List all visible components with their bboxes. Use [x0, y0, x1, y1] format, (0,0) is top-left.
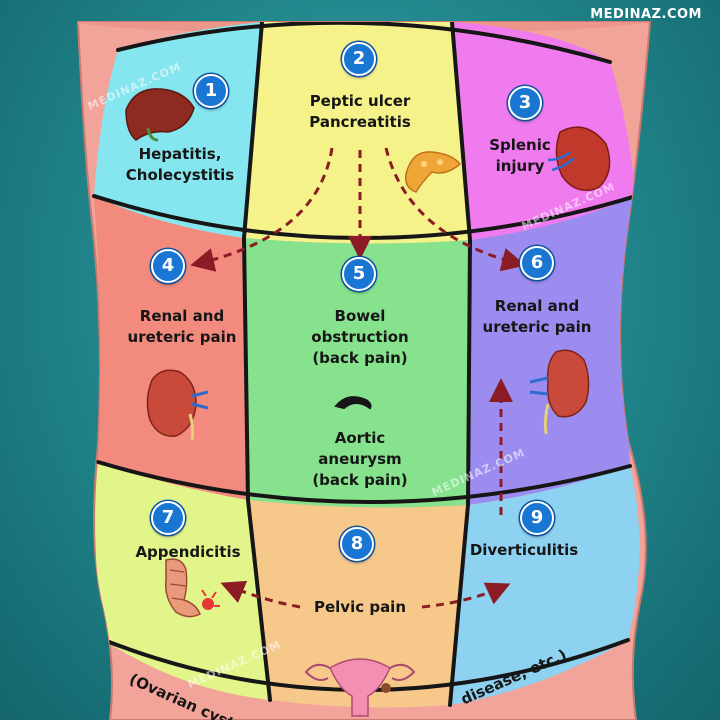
label-line: Splenic — [489, 136, 551, 154]
liver-icon — [125, 88, 195, 142]
region-9-label: Diverticulitis — [462, 540, 586, 561]
label-line: Peptic ulcer — [309, 92, 411, 110]
label-line: obstruction — [311, 328, 409, 346]
region-number-1: 1 — [194, 74, 228, 108]
region-8-label: Pelvic pain — [296, 597, 424, 618]
region-6 — [468, 196, 636, 505]
lower-horizontal-line — [96, 460, 632, 504]
left-vertical-line — [241, 22, 272, 702]
region-number-8: 8 — [340, 527, 374, 561]
label-line: Pelvic pain — [313, 598, 407, 616]
label-line: Cholecystitis — [125, 166, 235, 184]
kidney-icon-left — [146, 369, 209, 441]
pancreas-icon — [404, 151, 462, 193]
label-line: (back pain) — [312, 349, 408, 367]
region-5 — [244, 238, 470, 508]
label-line: Appendicitis — [135, 543, 241, 561]
region-2-label: Peptic ulcer Pancreatitis — [280, 91, 440, 133]
label-line: ureteric pain — [127, 328, 237, 346]
arrow-to-region-4 — [190, 147, 334, 272]
region-7-label: Appendicitis — [126, 542, 250, 563]
aorta-icon — [334, 396, 372, 410]
label-line: Renal and — [139, 307, 225, 325]
label-line: injury — [495, 157, 545, 175]
right-vertical-line — [448, 22, 473, 707]
label-line: Renal and — [494, 297, 580, 315]
region-number-2: 2 — [342, 42, 376, 76]
region-4-label: Renal and ureteric pain — [112, 306, 252, 348]
label-line: Hepatitis, — [138, 145, 222, 163]
label-line: aneurysm — [318, 450, 402, 468]
uterus-icon — [304, 658, 416, 717]
chest-shading — [78, 22, 650, 34]
region-4 — [94, 196, 248, 500]
region-9 — [450, 466, 640, 705]
site-name: MEDINAZ.COM — [590, 7, 702, 22]
region-number-6: 6 — [520, 246, 554, 280]
upper-boundary — [116, 22, 612, 64]
region-number-9: 9 — [520, 501, 554, 535]
region-number-5: 5 — [342, 257, 376, 291]
region-1-label: Hepatitis, Cholecystitis — [112, 144, 248, 186]
spleen-icon — [547, 126, 611, 191]
label-line: Pancreatitis — [309, 113, 411, 131]
appendix-icon — [164, 558, 220, 618]
region-5-label: Bowel obstruction (back pain) — [280, 306, 440, 369]
region-number-7: 7 — [151, 501, 185, 535]
region-number-4: 4 — [151, 249, 185, 283]
arrow-to-region-7 — [220, 580, 301, 609]
label-line: (back pain) — [312, 471, 408, 489]
label-line: Diverticulitis — [469, 541, 579, 559]
label-line: Aortic — [334, 429, 386, 447]
kidney-icon-right — [529, 349, 590, 435]
label-line: ureteric pain — [482, 318, 592, 336]
arrow-to-region-9 — [421, 582, 511, 609]
region-6-label: Renal and ureteric pain — [466, 296, 608, 338]
region-5-label-2: Aortic aneurysm (back pain) — [280, 428, 440, 491]
label-line: Bowel — [334, 307, 386, 325]
region-8 — [248, 500, 468, 708]
arrow-to-region-6 — [384, 147, 526, 272]
region-3-label: Splenic injury — [470, 135, 570, 177]
region-number-3: 3 — [508, 86, 542, 120]
